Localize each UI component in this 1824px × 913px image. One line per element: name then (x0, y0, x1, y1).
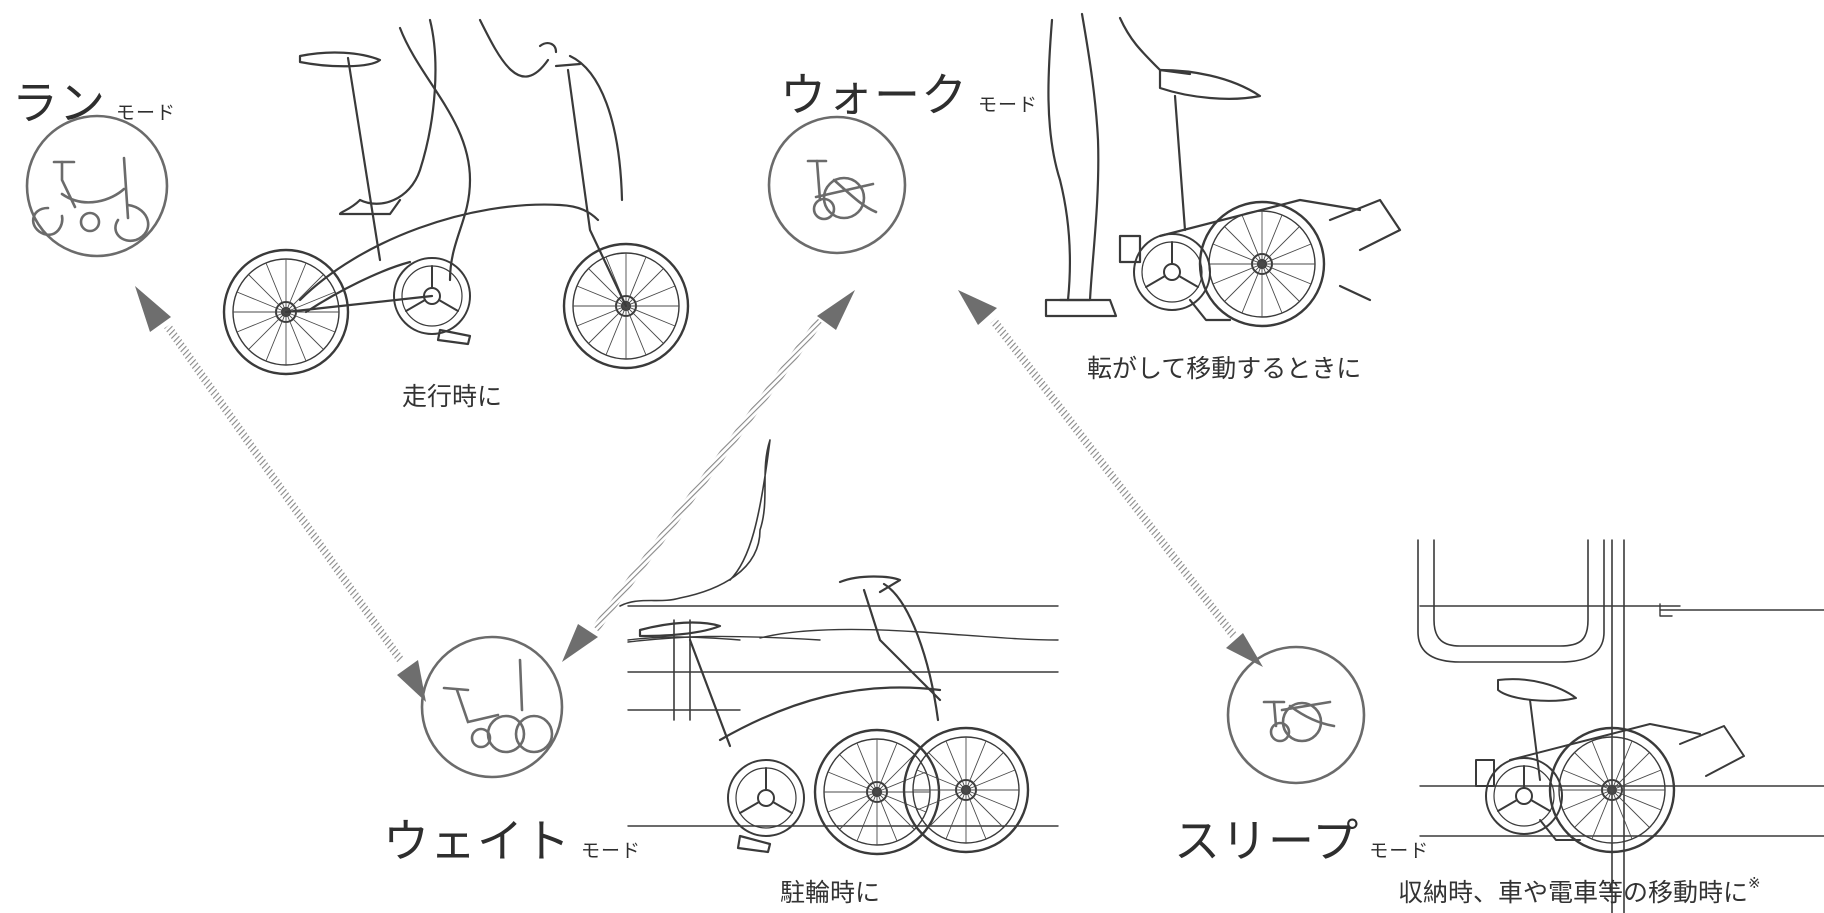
arrow-walk-wait (562, 290, 855, 662)
wait-mode-name: ウェイト (383, 814, 571, 868)
run-mode-name: ラン (12, 76, 106, 130)
arrow-run-wait (135, 286, 426, 702)
walk-mode-caption: 転がして移動するときに (1087, 354, 1362, 383)
walk-bike-illustration (1044, 12, 1402, 328)
run-mode-icon (25, 114, 169, 258)
sleep-mode-name: スリープ (1174, 814, 1360, 868)
run-mode-caption: 走行時に (402, 382, 503, 411)
sleep-bike-illustration (1417, 539, 1824, 913)
footnote-mark: ※ (1748, 874, 1761, 892)
wait-mode-caption: 駐輪時に (780, 878, 881, 907)
run-bike-illustration (222, 18, 690, 376)
wait-mode-icon (420, 635, 564, 779)
wait-mode-title: ウェイトモード (383, 818, 641, 864)
wait-mode-suffix: モード (581, 840, 642, 862)
arrow-walk-sleep (958, 290, 1263, 667)
run-mode-suffix: モード (116, 102, 177, 124)
sleep-mode-icon (1226, 645, 1366, 785)
walk-mode-title: ウォークモード (780, 72, 1038, 118)
sleep-mode-title: スリープモード (1174, 818, 1429, 864)
wait-bike-illustration (619, 439, 1059, 856)
sleep-caption-text: 収納時、車や電車等の移動時に (1398, 878, 1749, 907)
walk-mode-suffix: モード (978, 94, 1039, 116)
walk-mode-icon (767, 115, 907, 255)
run-mode-title: ランモード (12, 80, 176, 126)
walk-mode-name: ウォーク (780, 68, 968, 122)
sleep-mode-suffix: モード (1369, 840, 1430, 862)
sleep-mode-caption: 収納時、車や電車等の移動時に※ (1398, 876, 1761, 907)
